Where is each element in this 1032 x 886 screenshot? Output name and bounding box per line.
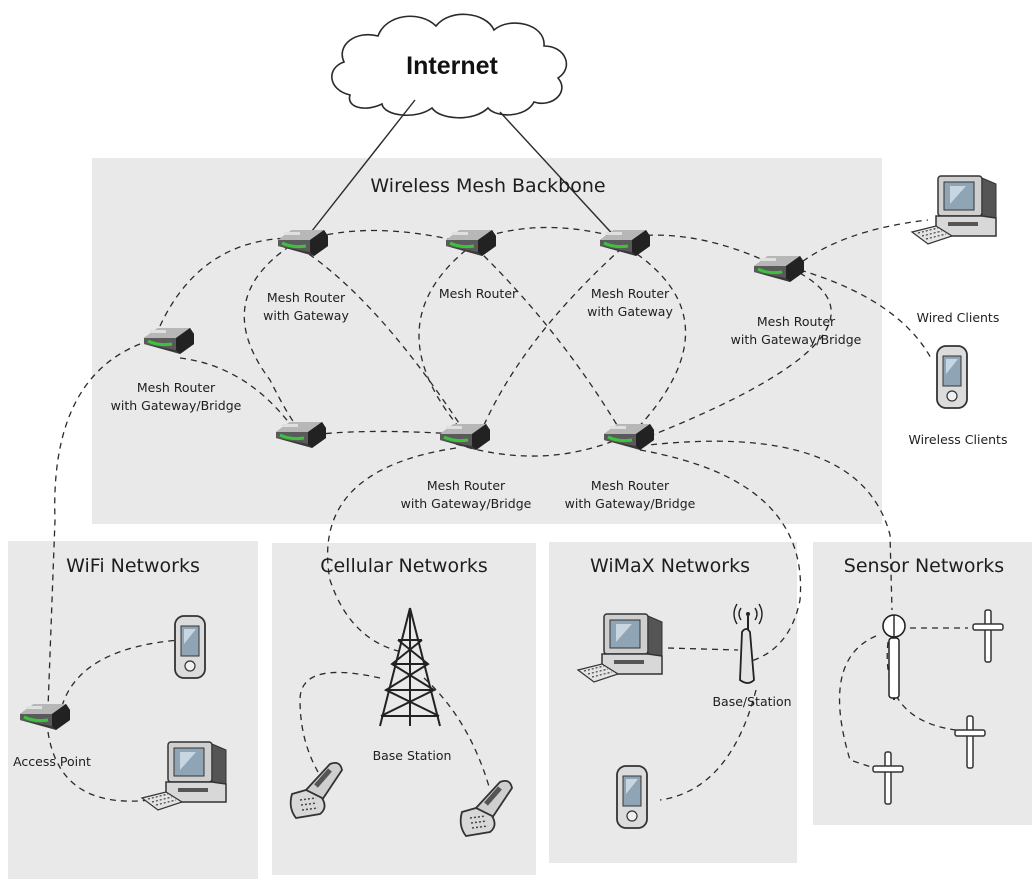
wimax-region (549, 542, 797, 863)
cellular-title: Cellular Networks (320, 555, 488, 577)
cell-tower-icon (379, 607, 441, 727)
wimax-pda-icon (616, 765, 648, 829)
wifi-title: WiFi Networks (66, 555, 200, 577)
router-label: with Gateway (587, 304, 673, 319)
router-label: Mesh Router (137, 380, 216, 395)
router-label: with Gateway (263, 308, 349, 323)
router-label: Mesh Router (427, 478, 506, 493)
router-label: Mesh Router (591, 478, 670, 493)
internet-label: Internet (406, 52, 498, 80)
router-label: with Gateway/Bridge (731, 332, 862, 347)
sensor-links (838, 627, 968, 769)
sensor-title: Sensor Networks (844, 555, 1004, 577)
backbone-title: Wireless Mesh Backbone (370, 175, 605, 197)
router-label: with Gateway/Bridge (401, 496, 532, 511)
internet-cloud (331, 13, 568, 119)
access-point-label: Access Point (13, 754, 91, 769)
wired-client-pc-icon (911, 175, 997, 245)
router-label: with Gateway/Bridge (565, 496, 696, 511)
router-label: Mesh Router (267, 290, 346, 305)
cellular-links (299, 671, 491, 791)
wimax-links (659, 647, 757, 801)
wireless-client-pda-icon (936, 345, 968, 409)
sensor-region (813, 542, 1032, 825)
wimax-title: WiMaX Networks (590, 555, 750, 577)
cell-base-station-label: Base Station (373, 748, 452, 763)
router-label: Mesh Router (757, 314, 836, 329)
backbone-region (92, 158, 882, 524)
router-label: Mesh Router (439, 286, 518, 301)
router-label: Mesh Router (591, 286, 670, 301)
wimax-base-station-label: Base/Station (712, 694, 791, 709)
wireless-clients-label: Wireless Clients (909, 432, 1008, 447)
wifi-pda-icon (174, 615, 206, 679)
cellular-region (272, 543, 536, 875)
router-label: with Gateway/Bridge (111, 398, 242, 413)
wimax-antenna-icon (733, 603, 763, 684)
wifi-links (47, 639, 181, 802)
sensor-gateway-icon (882, 614, 906, 700)
internet-link-r1 (307, 99, 416, 237)
internet-link-r3 (499, 111, 619, 241)
wired-clients-label: Wired Clients (917, 310, 1000, 325)
